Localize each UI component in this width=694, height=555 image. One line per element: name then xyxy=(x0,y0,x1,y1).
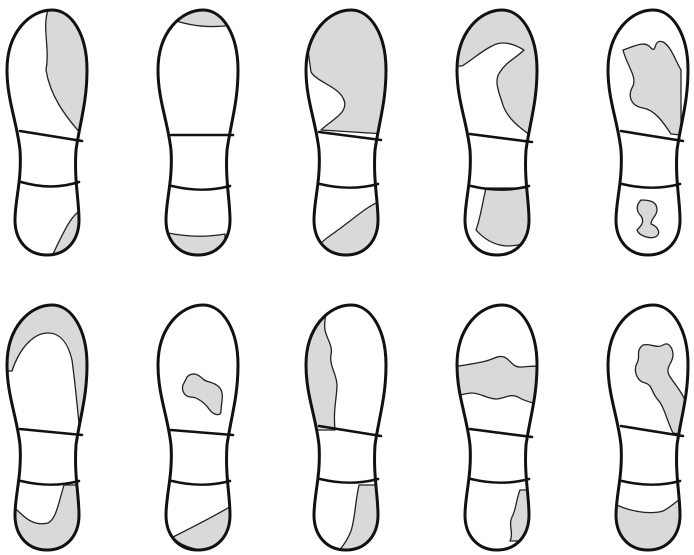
sole-r1c1 xyxy=(7,0,102,260)
sole-r1c3 xyxy=(301,0,401,270)
sole-r2c3 xyxy=(301,295,401,555)
wear-patch xyxy=(476,188,542,246)
sole-r2c4 xyxy=(452,305,552,550)
sole-r1c4 xyxy=(452,0,552,255)
sole-r2c5 xyxy=(608,305,688,555)
sole-r1c2 xyxy=(158,0,253,270)
sole-r1c5 xyxy=(608,10,688,255)
sole-r2c2 xyxy=(158,305,238,550)
sole-r2c1 xyxy=(2,295,102,555)
